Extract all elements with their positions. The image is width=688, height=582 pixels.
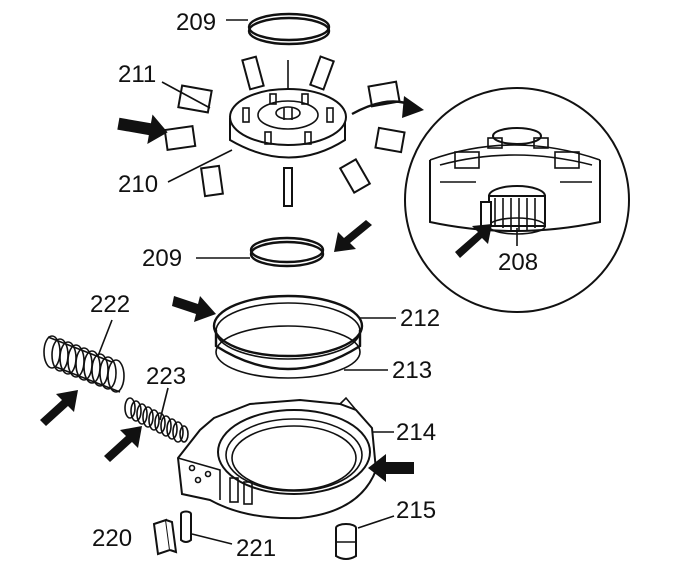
label-213: 213 — [392, 357, 432, 384]
label-221: 221 — [236, 535, 276, 562]
arrow-pump-body — [368, 454, 414, 482]
spring-223 — [124, 397, 189, 443]
label-212: 212 — [400, 305, 440, 332]
label-208: 208 — [498, 249, 538, 276]
label-215: 215 — [396, 497, 436, 524]
leader-221 — [191, 533, 233, 545]
vanes-211 — [163, 55, 406, 207]
label-209-lower: 209 — [142, 245, 182, 272]
plug-215 — [335, 523, 357, 560]
leader-211 — [161, 81, 211, 109]
leader-222 — [97, 319, 113, 357]
snap-ring-209-lower — [249, 236, 325, 268]
rotor-assembly — [229, 88, 347, 159]
leader-210 — [167, 149, 233, 183]
curved-arrow-head — [402, 96, 424, 118]
arrow-detail-bushing — [455, 224, 492, 258]
pump-body-214 — [176, 396, 378, 520]
arrow-vane-left — [117, 114, 168, 144]
snap-ring-209-top — [247, 12, 331, 46]
arrow-slide-ring — [172, 296, 216, 322]
label-223: 223 — [146, 363, 186, 390]
arrow-spring-223 — [104, 426, 142, 462]
spring-222 — [43, 335, 125, 393]
detail-view-circle — [404, 87, 630, 313]
label-211: 211 — [118, 61, 156, 88]
label-220: 220 — [92, 525, 132, 552]
label-209-top: 209 — [176, 9, 216, 36]
label-214: 214 — [396, 419, 436, 446]
arrow-snap-ring — [334, 220, 372, 252]
arrow-spring-222 — [40, 390, 78, 426]
leader-215 — [357, 515, 395, 529]
key-220 — [152, 518, 178, 556]
leader-223 — [159, 387, 169, 421]
label-210: 210 — [118, 171, 158, 198]
slide-ring-212 — [212, 294, 364, 379]
pin-221 — [180, 510, 192, 543]
label-222: 222 — [90, 291, 130, 318]
